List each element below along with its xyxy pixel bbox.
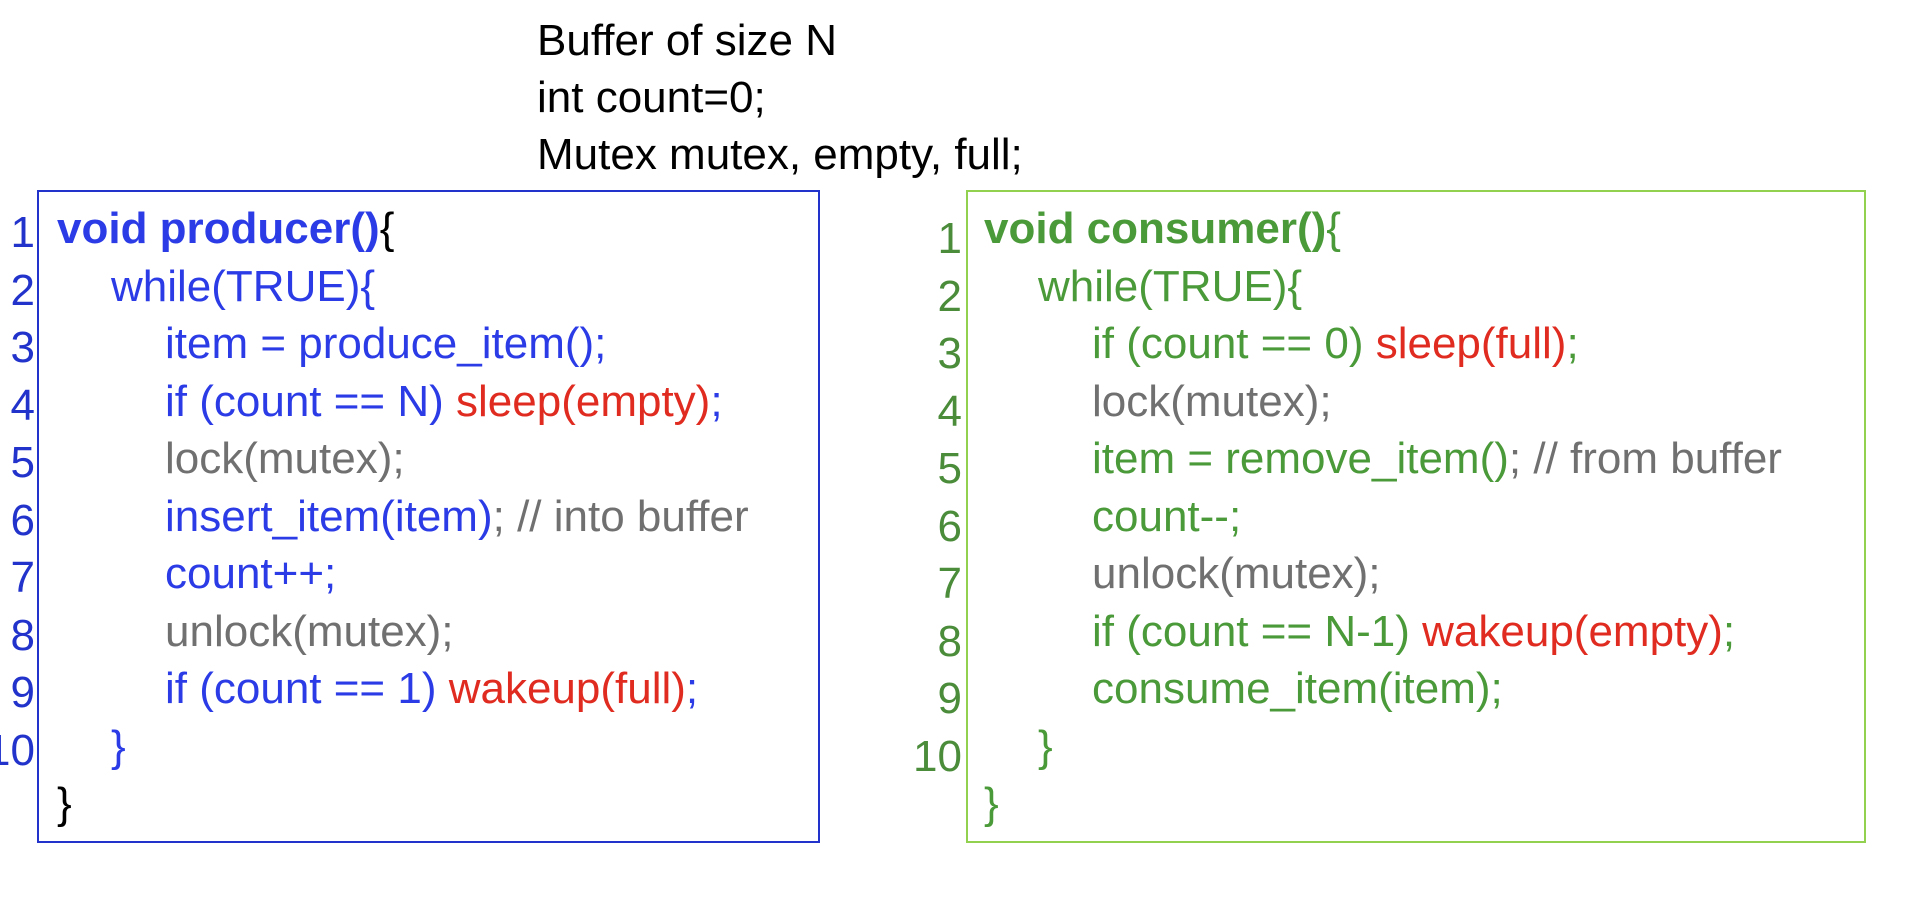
sleep-call: sleep(empty) — [456, 376, 711, 426]
brace: } — [111, 721, 126, 771]
line-number: 7 — [937, 559, 962, 608]
code-line: } — [984, 775, 1782, 833]
consumer-line-numbers: 1 2 3 4 5 6 7 8 9 10 — [900, 210, 962, 785]
code-line: } — [984, 718, 1782, 776]
count-declaration: int count=0; — [537, 73, 766, 122]
semicolon: ; — [685, 664, 699, 713]
code-line: count++; — [57, 545, 749, 603]
line-number: 5 — [937, 444, 962, 493]
line-number: 6 — [937, 501, 962, 551]
sleep-call: sleep(full) — [1375, 319, 1567, 368]
code-line: } — [57, 718, 749, 776]
lock-call: lock(mutex); — [1092, 376, 1332, 426]
code-line: } — [57, 775, 749, 833]
condition: if (count == N-1) — [1092, 606, 1423, 656]
line-number: 4 — [10, 380, 35, 430]
unlock-call: unlock(mutex); — [165, 606, 454, 656]
statement: insert_item(item) — [165, 491, 493, 541]
consumer-signature: void consumer(){ — [984, 200, 1782, 258]
condition: if (count == N) — [165, 376, 457, 426]
code-line: if (count == 1) wakeup(full); — [57, 660, 749, 718]
mutex-declaration: Mutex mutex, empty, full; — [537, 130, 1023, 179]
code-line: while(TRUE){ — [57, 258, 749, 316]
function-name: void consumer() — [984, 204, 1327, 253]
consumer-code: void consumer(){ while(TRUE){ if (count … — [984, 200, 1782, 833]
line-number: 6 — [10, 495, 35, 545]
brace: } — [984, 779, 999, 828]
while-statement: while(TRUE){ — [111, 261, 376, 311]
code-line: unlock(mutex); — [57, 603, 749, 661]
code-line: item = produce_item(); — [57, 315, 749, 373]
comment: ; // into buffer — [492, 491, 749, 541]
brace: } — [57, 779, 72, 828]
code-line: consume_item(item); — [984, 660, 1782, 718]
statement: item = produce_item(); — [165, 319, 607, 368]
condition: if (count == 0) — [1092, 319, 1376, 368]
brace: { — [379, 204, 395, 253]
statement: count--; — [1092, 491, 1242, 541]
line-number: 2 — [10, 265, 35, 315]
code-line: item = remove_item(); // from buffer — [984, 430, 1782, 488]
line-number: 9 — [10, 668, 35, 717]
wakeup-call: wakeup(full) — [448, 664, 686, 713]
producer-signature: void producer(){ — [57, 200, 749, 258]
code-line: unlock(mutex); — [984, 545, 1782, 603]
shared-declarations: Buffer of size N int count=0; Mutex mute… — [537, 12, 1023, 183]
code-line: if (count == N) sleep(empty); — [57, 373, 749, 431]
semicolon: ; — [1566, 319, 1579, 368]
code-line: lock(mutex); — [57, 430, 749, 488]
code-line: lock(mutex); — [984, 373, 1782, 431]
comment: ; // from buffer — [1508, 434, 1782, 483]
code-line: if (count == N-1) wakeup(empty); — [984, 603, 1782, 661]
wakeup-call: wakeup(empty) — [1422, 606, 1723, 656]
semicolon: ; — [710, 376, 723, 426]
unlock-call: unlock(mutex); — [1092, 549, 1381, 598]
code-line: while(TRUE){ — [984, 258, 1782, 316]
function-name: void producer() — [57, 204, 380, 253]
line-number: 1 — [10, 208, 35, 257]
line-number: 8 — [10, 610, 35, 660]
line-number: 7 — [10, 553, 35, 602]
producer-line-numbers: 1 2 3 4 5 6 7 8 9 10 — [0, 204, 35, 779]
statement: item = remove_item() — [1092, 434, 1509, 483]
line-number: 10 — [0, 725, 35, 775]
statement: count++; — [165, 549, 337, 598]
code-line: insert_item(item); // into buffer — [57, 488, 749, 546]
producer-code: void producer(){ while(TRUE){ item = pro… — [57, 200, 749, 833]
brace: } — [1038, 721, 1053, 771]
line-number: 8 — [937, 616, 962, 666]
producer-code-box — [37, 190, 820, 843]
line-number: 5 — [10, 438, 35, 487]
line-number: 9 — [937, 674, 962, 723]
buffer-declaration: Buffer of size N — [537, 16, 837, 65]
line-number: 2 — [937, 271, 962, 321]
line-number: 1 — [937, 214, 962, 263]
lock-call: lock(mutex); — [165, 434, 405, 483]
line-number: 10 — [913, 731, 962, 781]
condition: if (count == 1) — [165, 664, 449, 713]
line-number: 4 — [937, 386, 962, 436]
line-number: 3 — [10, 323, 35, 372]
semicolon: ; — [1722, 606, 1736, 656]
while-statement: while(TRUE){ — [1038, 261, 1303, 311]
code-line: if (count == 0) sleep(full); — [984, 315, 1782, 373]
statement: consume_item(item); — [1092, 664, 1503, 713]
consumer-code-box — [966, 190, 1866, 843]
brace: { — [1326, 204, 1341, 253]
code-line: count--; — [984, 488, 1782, 546]
line-number: 3 — [937, 329, 962, 378]
